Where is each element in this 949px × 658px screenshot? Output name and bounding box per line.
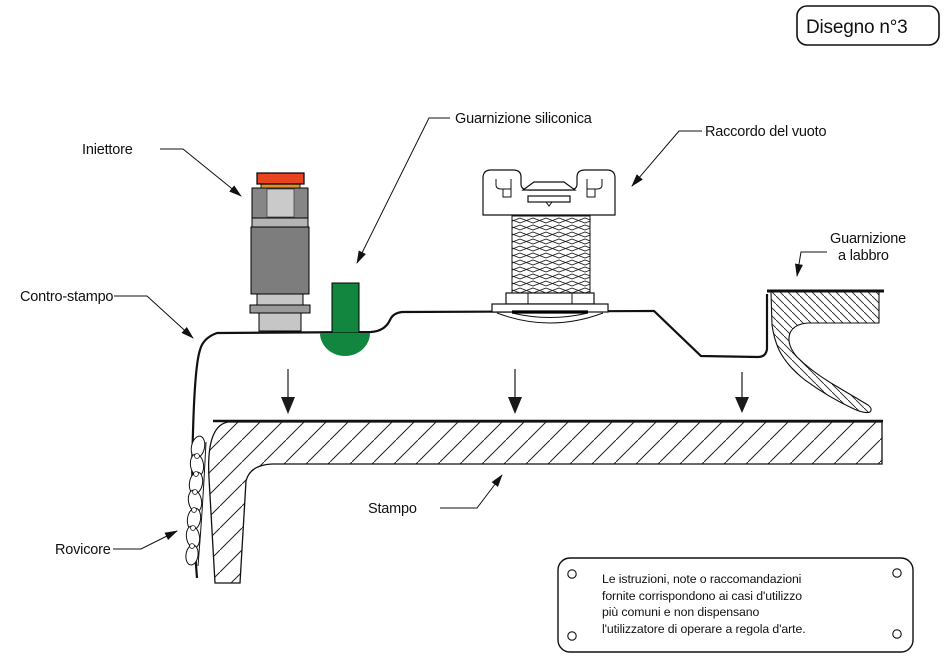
note-line-1: Le istruzioni, note o raccomandazioni: [602, 572, 801, 586]
note-box: Le istruzioni, note o raccomandazioni fo…: [557, 557, 914, 653]
title-box-frame: [796, 5, 940, 46]
label-guarnizione-a-labbro-line2: a labbro: [838, 248, 889, 264]
injector-body: [250, 226, 310, 295]
label-iniettore: Iniettore: [82, 142, 133, 158]
drawing-number: Disegno n°3: [806, 17, 908, 38]
screw-hole-icon: [567, 569, 577, 579]
note-line-3: più comuni e non dispensano: [602, 605, 760, 619]
screw-hole-icon: [892, 568, 902, 578]
vacuum-fitting-seal-arc-inner: [511, 312, 589, 318]
vacuum-fitting-slot: [527, 195, 571, 203]
leader-iniettore: [160, 148, 242, 197]
vacuum-fitting-threaded-shaft: [511, 215, 591, 294]
silicone-gasket: [320, 282, 370, 356]
label-guarnizione-siliconica: Guarnizione siliconica: [455, 111, 593, 127]
flow-arrow-left: [281, 369, 295, 414]
vacuum-fitting: [482, 169, 616, 324]
note-line-4: l'utilizzatore di operare a regola d'art…: [602, 622, 806, 636]
leader-rovicore: [113, 530, 178, 550]
injector: [249, 172, 311, 332]
note-line-2: fornite corrispondono ai casi d'utilizzo: [602, 589, 802, 603]
leader-stampo: [440, 474, 503, 509]
injector-cap: [256, 172, 305, 185]
label-rovicore: Rovicore: [55, 542, 111, 558]
injector-ring-nut: [249, 304, 311, 314]
injector-collar: [251, 217, 309, 228]
leader-guarnizione-a-labbro: [795, 251, 827, 277]
vacuum-fitting-left-hook: [495, 179, 512, 198]
title-box: Disegno n°3: [796, 5, 940, 46]
leader-contro-stampo: [114, 295, 194, 339]
leader-guarnizione-siliconica: [356, 117, 450, 264]
flow-arrow-center: [508, 369, 522, 414]
injector-neck: [256, 293, 304, 306]
injector-base: [258, 312, 302, 332]
flow-arrow-right: [735, 372, 749, 413]
screw-hole-icon: [567, 631, 577, 641]
label-stampo: Stampo: [368, 501, 417, 517]
silicone-gasket-stem: [331, 282, 360, 334]
rovicore-strip: [185, 435, 207, 567]
leader-raccordo-del-vuoto: [631, 130, 702, 187]
vacuum-fitting-hex-nut: [505, 292, 595, 305]
label-guarnizione-a-labbro-line1: Guarnizione: [830, 231, 906, 247]
vacuum-fitting-boss: [521, 181, 577, 191]
vacuum-fitting-right-hook: [586, 179, 603, 198]
vacuum-fitting-notch: [545, 201, 553, 207]
injector-orange-ring: [260, 183, 301, 189]
label-contro-stampo: Contro-stampo: [20, 289, 113, 305]
mold-body: [207, 421, 883, 584]
vacuum-fitting-seal-arc: [496, 312, 604, 324]
mold: [207, 419, 883, 584]
lip-seal-body: [770, 291, 880, 414]
note-box-frame: [557, 557, 914, 653]
silicone-gasket-dome: [320, 333, 370, 356]
screw-hole-icon: [892, 629, 902, 639]
label-raccordo-del-vuoto: Raccordo del vuoto: [705, 124, 826, 140]
vacuum-flow-arrows: [281, 369, 749, 414]
lip-seal: [767, 289, 884, 414]
injector-hex-nut-face: [266, 188, 295, 218]
